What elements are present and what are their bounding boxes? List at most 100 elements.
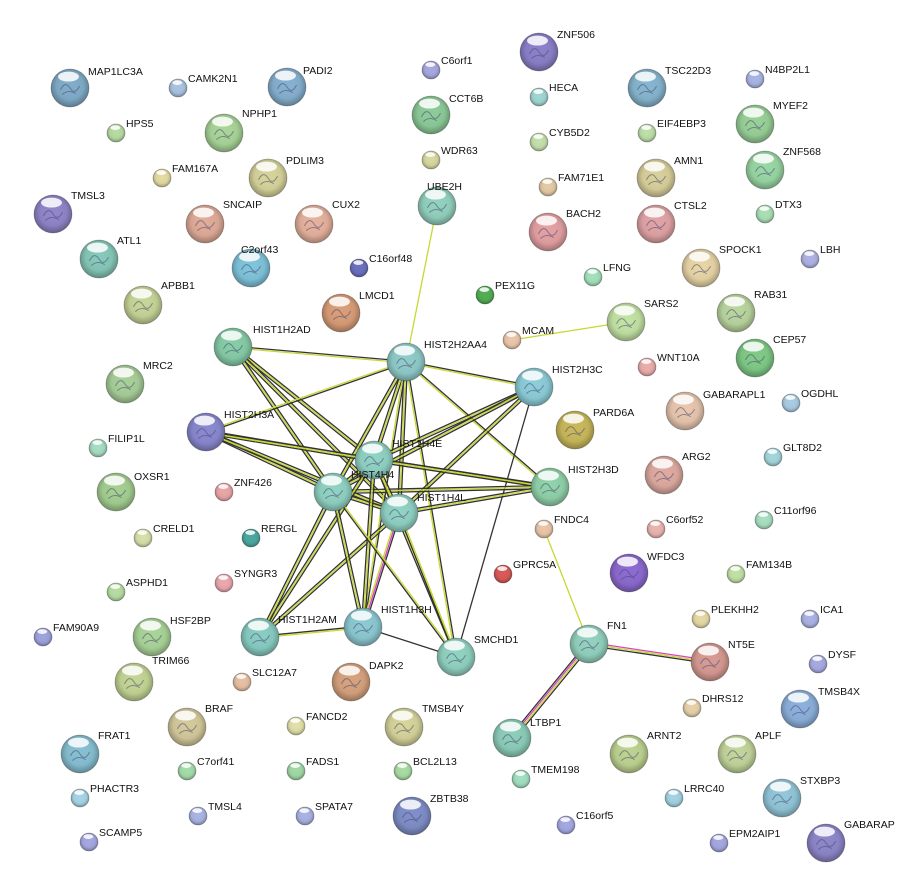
protein-node-fam90a9[interactable]: FAM90A9 <box>33 622 99 647</box>
protein-node-c6orf52[interactable]: C6orf52 <box>646 514 704 539</box>
protein-node-hist2h3d[interactable]: HIST2H3D <box>530 464 619 507</box>
protein-node-ica1[interactable]: ICA1 <box>800 604 844 629</box>
protein-node-fam134b[interactable]: FAM134B <box>726 559 792 584</box>
protein-node-pard6a[interactable]: PARD6A <box>555 407 634 450</box>
protein-node-hist1h2ad[interactable]: HIST1H2AD <box>213 324 311 367</box>
protein-node-camk2n1[interactable]: CAMK2N1 <box>168 73 238 98</box>
protein-node-myef2[interactable]: MYEF2 <box>735 100 808 144</box>
protein-node-ube2h[interactable]: UBE2H <box>417 181 462 226</box>
protein-node-hps5[interactable]: HPS5 <box>106 118 154 143</box>
protein-node-arnt2[interactable]: ARNT2 <box>609 730 682 774</box>
protein-node-gprc5a[interactable]: GPRC5A <box>493 559 556 584</box>
protein-node-wdr63[interactable]: WDR63 <box>421 145 478 170</box>
protein-node-c16orf5[interactable]: C16orf5 <box>556 810 614 835</box>
protein-node-lrrc40[interactable]: LRRC40 <box>664 783 724 808</box>
protein-node-braf[interactable]: BRAF <box>167 703 233 747</box>
protein-node-hist1h3h[interactable]: HIST1H3H <box>343 604 432 647</box>
protein-node-cux2[interactable]: CUX2 <box>294 199 360 244</box>
protein-node-lfng[interactable]: LFNG <box>583 262 631 287</box>
protein-node-c11orf96[interactable]: C11orf96 <box>754 505 817 530</box>
protein-node-stxbp3[interactable]: STXBP3 <box>762 775 840 818</box>
protein-node-apbb1[interactable]: APBB1 <box>123 280 195 325</box>
protein-node-bach2[interactable]: BACH2 <box>528 208 601 252</box>
protein-node-frat1[interactable]: FRAT1 <box>60 730 131 774</box>
protein-node-dtx3[interactable]: DTX3 <box>755 199 802 224</box>
protein-node-c6orf1[interactable]: C6orf1 <box>421 55 473 80</box>
protein-node-hist4h4[interactable]: HIST4H4 <box>313 469 394 512</box>
protein-node-hist2h2aa4[interactable]: HIST2H2AA4 <box>386 339 487 382</box>
protein-node-cct6b[interactable]: CCT6B <box>411 93 483 135</box>
protein-node-wfdc3[interactable]: WFDC3 <box>609 551 684 593</box>
protein-node-plekhh2[interactable]: PLEKHH2 <box>691 604 759 629</box>
protein-node-filip1l[interactable]: FILIP1L <box>88 433 145 458</box>
protein-node-dysf[interactable]: DYSF <box>808 649 856 674</box>
protein-node-sars2[interactable]: SARS2 <box>606 298 679 342</box>
protein-node-map1lc3a[interactable]: MAP1LC3A <box>50 66 143 108</box>
protein-node-aplf[interactable]: APLF <box>717 730 781 774</box>
protein-node-hist2h3c[interactable]: HIST2H3C <box>514 364 603 407</box>
protein-node-tmsb4y[interactable]: TMSB4Y <box>384 703 464 747</box>
protein-node-rab31[interactable]: RAB31 <box>716 289 787 333</box>
protein-node-spock1[interactable]: SPOCK1 <box>681 244 762 288</box>
protein-node-gabarap[interactable]: GABARAP <box>806 819 895 863</box>
protein-node-ltbp1[interactable]: LTBP1 <box>492 717 561 758</box>
protein-node-sncaip[interactable]: SNCAIP <box>185 199 262 244</box>
protein-node-lmcd1[interactable]: LMCD1 <box>321 290 395 333</box>
protein-node-wnt10a[interactable]: WNT10A <box>637 352 700 377</box>
protein-node-fndc4[interactable]: FNDC4 <box>534 514 589 539</box>
protein-node-bcl2l13[interactable]: BCL2L13 <box>393 756 457 781</box>
protein-node-znf506[interactable]: ZNF506 <box>519 29 595 72</box>
protein-node-scamp5[interactable]: SCAMP5 <box>79 827 142 852</box>
protein-node-tmsb4x[interactable]: TMSB4X <box>780 686 860 729</box>
protein-node-c16orf48[interactable]: C16orf48 <box>349 253 412 278</box>
protein-node-creld1[interactable]: CRELD1 <box>133 523 195 548</box>
protein-node-arg2[interactable]: ARG2 <box>644 451 711 495</box>
protein-node-hist1h4l[interactable]: HIST1H4L <box>379 492 466 533</box>
protein-node-glt8d2[interactable]: GLT8D2 <box>763 442 822 467</box>
protein-node-dhrs12[interactable]: DHRS12 <box>682 693 744 718</box>
protein-node-fn1[interactable]: FN1 <box>569 620 627 664</box>
protein-node-znf568[interactable]: ZNF568 <box>745 146 821 190</box>
protein-node-mcam[interactable]: MCAM <box>502 325 554 350</box>
protein-node-eif4ebp3[interactable]: EIF4EBP3 <box>637 118 706 143</box>
protein-node-tmem198[interactable]: TMEM198 <box>511 764 580 789</box>
protein-node-cep57[interactable]: CEP57 <box>735 334 806 378</box>
protein-node-nt5e[interactable]: NT5E <box>690 639 755 682</box>
protein-node-fads1[interactable]: FADS1 <box>286 756 339 781</box>
protein-node-phactr3[interactable]: PHACTR3 <box>70 783 139 808</box>
protein-node-fam167a[interactable]: FAM167A <box>152 163 218 188</box>
protein-node-c2orf43[interactable]: C2orf43 <box>231 244 279 288</box>
protein-node-ogdhl[interactable]: OGDHL <box>781 388 839 413</box>
protein-node-fancd2[interactable]: FANCD2 <box>286 711 348 736</box>
protein-node-hist1h2am[interactable]: HIST1H2AM <box>240 614 337 657</box>
protein-node-rergl[interactable]: RERGL <box>241 523 297 548</box>
protein-node-pdlim3[interactable]: PDLIM3 <box>248 155 324 198</box>
protein-node-c7orf41[interactable]: C7orf41 <box>177 756 235 781</box>
protein-node-n4bp2l1[interactable]: N4BP2L1 <box>745 64 810 89</box>
protein-node-hist2h3a[interactable]: HIST2H3A <box>186 409 274 452</box>
protein-node-asphd1[interactable]: ASPHD1 <box>106 577 168 602</box>
protein-node-epm2aip1[interactable]: EPM2AIP1 <box>709 828 781 853</box>
protein-node-fam71e1[interactable]: FAM71E1 <box>538 172 604 197</box>
protein-node-oxsr1[interactable]: OXSR1 <box>96 471 170 512</box>
protein-node-pex11g[interactable]: PEX11G <box>475 280 535 305</box>
protein-node-syngr3[interactable]: SYNGR3 <box>214 568 277 593</box>
protein-node-tsc22d3[interactable]: TSC22D3 <box>627 65 711 108</box>
protein-node-hsf2bp[interactable]: HSF2BP <box>132 615 211 657</box>
protein-node-trim66[interactable]: TRIM66 <box>114 655 190 702</box>
protein-node-lbh[interactable]: LBH <box>800 244 840 269</box>
protein-node-padi2[interactable]: PADI2 <box>267 65 333 107</box>
protein-node-znf426[interactable]: ZNF426 <box>214 477 272 502</box>
protein-node-hist1h4e[interactable]: HIST1H4E <box>354 438 442 480</box>
protein-node-zbtb38[interactable]: ZBTB38 <box>392 793 469 836</box>
protein-node-dapk2[interactable]: DAPK2 <box>331 660 404 702</box>
protein-node-mrc2[interactable]: MRC2 <box>105 360 173 404</box>
protein-node-atl1[interactable]: ATL1 <box>79 235 141 279</box>
protein-node-spata7[interactable]: SPATA7 <box>295 801 353 826</box>
protein-node-nphp1[interactable]: NPHP1 <box>204 108 277 153</box>
protein-node-heca[interactable]: HECA <box>529 82 578 107</box>
protein-node-smchd1[interactable]: SMCHD1 <box>436 634 518 677</box>
protein-node-ctsl2[interactable]: CTSL2 <box>636 200 707 244</box>
protein-node-slc12a7[interactable]: SLC12A7 <box>232 667 297 692</box>
protein-node-cyb5d2[interactable]: CYB5D2 <box>529 127 590 152</box>
